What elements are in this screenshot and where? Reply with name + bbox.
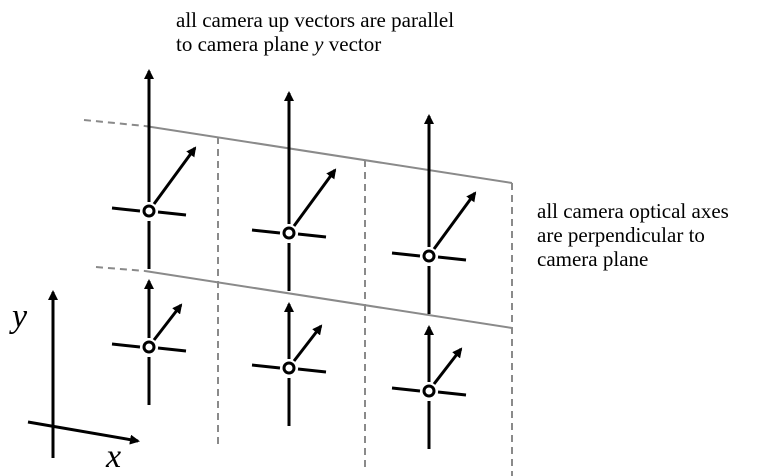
optical-axis-arrow	[292, 168, 337, 227]
camera-plane-grid	[83, 119, 513, 476]
camera-r2-c1	[111, 279, 187, 405]
camera-left-arm	[251, 363, 281, 370]
camera-r1-c1	[111, 69, 197, 269]
up-vectors-caption-line-2-suffix: vector	[323, 32, 382, 56]
camera-r2-c2	[251, 302, 327, 426]
camera-left-arm	[111, 206, 141, 213]
optical-axis-arrow	[292, 324, 323, 362]
camera-r2-c3	[391, 325, 467, 449]
optical-axis-arrow	[152, 303, 183, 341]
camera-right-arm	[297, 367, 327, 374]
camera-right-arm	[157, 210, 187, 217]
optical-axes-caption-line-3: camera plane	[537, 247, 649, 271]
optical-axes-caption-line-1: all camera optical axes	[537, 199, 729, 223]
optical-axes-caption-line-2: are perpendicular to	[537, 223, 705, 247]
up-vectors-caption-line-2: to camera plane y vector	[176, 32, 454, 56]
grid-line-top-dashed	[83, 119, 146, 127]
coordinate-axes	[27, 290, 140, 458]
camera-left-arm	[391, 251, 421, 258]
camera-right-arm	[437, 390, 467, 397]
up-vectors-caption-y-italic: y	[314, 32, 324, 56]
camera-center-ring	[142, 340, 156, 354]
x-axis-arrow	[27, 420, 140, 445]
y-axis-label: y	[12, 298, 28, 335]
optical-axes-caption: all camera optical axes are perpendicula…	[537, 199, 729, 271]
up-vectors-caption: all camera up vectors are parallel to ca…	[176, 8, 454, 56]
camera-center-ring	[142, 204, 156, 218]
camera-right-arm	[297, 232, 327, 239]
camera-array	[111, 69, 477, 449]
x-axis-label: x	[106, 438, 122, 475]
grid-line-middle	[144, 270, 513, 329]
camera-left-arm	[111, 342, 141, 349]
grid-line-top	[144, 125, 513, 184]
grid-line-middle-dashed	[95, 266, 146, 272]
camera-center-ring	[422, 249, 436, 263]
camera-right-arm	[157, 346, 187, 353]
optical-axis-arrow	[432, 191, 477, 250]
up-vectors-caption-line-2-prefix: to camera plane	[176, 32, 315, 56]
camera-right-arm	[437, 255, 467, 262]
optical-axis-arrow	[432, 347, 463, 385]
camera-r1-c3	[391, 114, 477, 314]
camera-left-arm	[391, 386, 421, 393]
camera-center-ring	[282, 361, 296, 375]
optical-axis-arrow	[152, 146, 197, 205]
camera-left-arm	[251, 228, 281, 235]
up-vectors-caption-line-1: all camera up vectors are parallel	[176, 8, 455, 32]
camera-center-ring	[422, 384, 436, 398]
camera-center-ring	[282, 226, 296, 240]
camera-r1-c2	[251, 91, 337, 291]
